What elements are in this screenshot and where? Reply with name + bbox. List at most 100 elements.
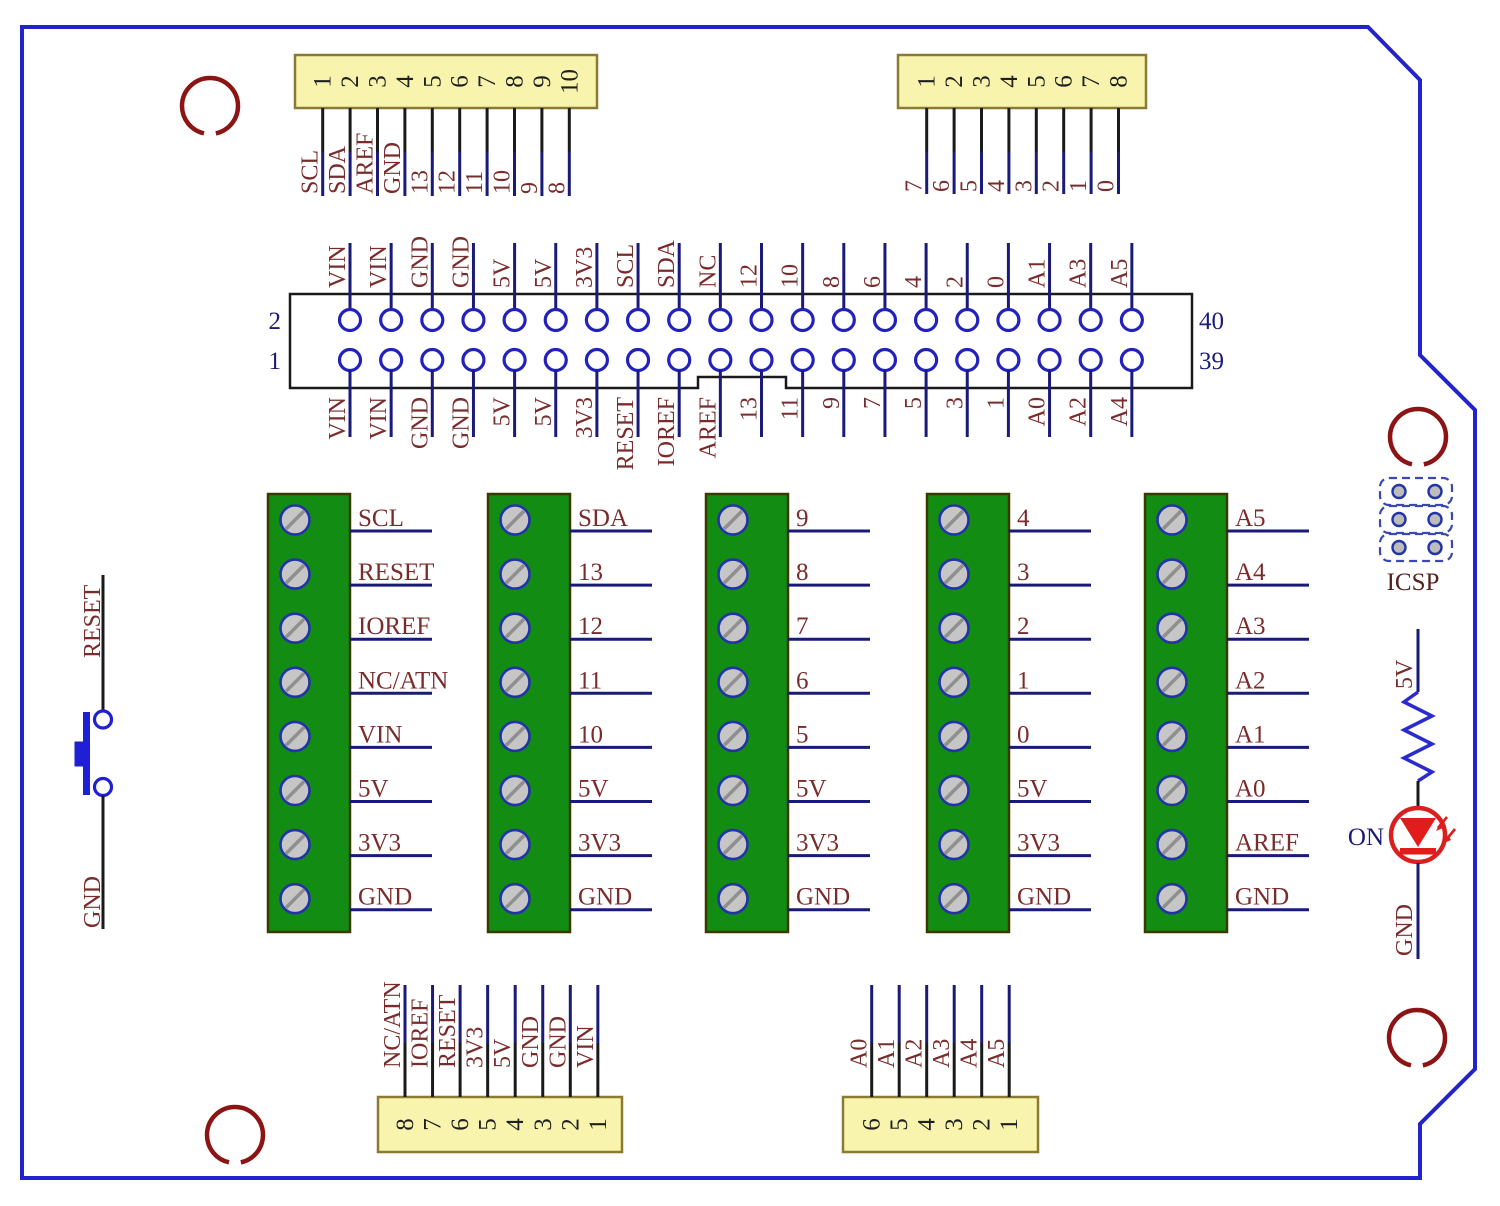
led-ray-head-icon	[1436, 823, 1443, 831]
terminal-block	[925, 492, 1011, 934]
header-pin-number: 8	[502, 75, 529, 88]
header-signal-label: 10	[490, 170, 516, 194]
terminal-label: 9	[796, 505, 809, 532]
header-pin-number: 8	[1106, 75, 1133, 88]
header-pin-number: 6	[1051, 75, 1078, 88]
connector-left-top-number: 2	[269, 308, 282, 335]
connector-pin-label: 3V3	[572, 247, 598, 288]
connector-pin	[420, 347, 445, 373]
header-signal-label: 0	[1094, 180, 1120, 192]
screw-slot-icon	[504, 726, 526, 747]
header-pin-number: 4	[996, 75, 1023, 88]
screw-slot-icon	[284, 726, 306, 747]
connector-pin-label: GND	[407, 236, 433, 288]
header-pin-number: 2	[969, 1118, 996, 1131]
screw-slot-icon	[1161, 617, 1183, 639]
screw-slot-icon	[504, 888, 526, 909]
reset-button-contact	[92, 776, 114, 798]
header-signal-label: GND	[545, 1016, 571, 1068]
connector-left-bottom-number: 1	[269, 348, 282, 375]
terminal-label: 0	[1017, 721, 1030, 748]
resistor-icon	[1400, 690, 1436, 783]
screw-slot-icon	[943, 834, 965, 855]
icsp-pin	[1427, 511, 1443, 528]
reset-label: RESET	[80, 584, 106, 658]
connector-pin-label: IOREF	[654, 397, 680, 466]
terminal-label: 3V3	[1017, 830, 1060, 857]
connector-pin	[831, 307, 856, 333]
terminal-label: SCL	[358, 505, 404, 532]
connector-pin-label: 8	[819, 276, 845, 288]
header-signal-label: VIN	[573, 1025, 599, 1068]
connector-pin	[1078, 347, 1103, 373]
icsp-pin	[1391, 511, 1407, 528]
header-signal-label: 3	[1011, 180, 1037, 192]
header-pin-number: 5	[419, 75, 446, 88]
terminal-label: 7	[796, 613, 809, 640]
terminal-label: A5	[1235, 505, 1266, 532]
screw-slot-icon	[722, 834, 744, 855]
bottom-left-header-box	[376, 1095, 624, 1154]
icsp-pin	[1391, 539, 1407, 556]
header-signal-label: SCL	[298, 150, 324, 194]
connector-pin-label: 0	[983, 276, 1009, 288]
header-pin-number: 10	[556, 69, 583, 94]
connector-pin	[955, 347, 980, 373]
connector-pin-label: 11	[778, 397, 804, 420]
header-pin-number: 3	[941, 1118, 968, 1131]
screw-slot-icon	[1161, 672, 1183, 693]
screw-slot-icon	[722, 509, 744, 531]
terminal-label: IOREF	[358, 613, 430, 640]
connector-pin-label: A5	[1107, 259, 1133, 288]
led-ray-head-icon	[1444, 835, 1451, 843]
connector-pin	[749, 347, 774, 373]
header-signal-label: 13	[407, 170, 433, 194]
screw-slot-icon	[284, 672, 306, 693]
icsp-pin	[1427, 539, 1443, 556]
header-pin-number: 7	[474, 75, 501, 88]
mounting-hole	[204, 1104, 266, 1166]
header-signal-label: 4	[984, 180, 1010, 192]
reset-button-actuator	[83, 712, 90, 795]
connector-pin-label: 3V3	[572, 397, 598, 438]
terminal-label: 3V3	[796, 830, 839, 857]
terminal-label: GND	[1017, 884, 1071, 911]
header-pin-number: 4	[392, 75, 419, 88]
reset-button-nub	[74, 741, 83, 767]
terminal-label: 12	[578, 613, 603, 640]
icsp-header: ICSP	[1378, 476, 1454, 596]
terminal-label: 5V	[578, 776, 609, 803]
connector-pin	[543, 347, 568, 373]
connector-pin-label: 12	[737, 264, 763, 288]
screw-slot-icon	[284, 509, 306, 531]
terminal-block	[704, 492, 790, 934]
led-on-label: ON	[1348, 824, 1384, 851]
terminal-label: 11	[578, 667, 602, 694]
header-pin-number: 9	[529, 75, 556, 88]
terminal-label: RESET	[358, 559, 434, 586]
connector-pin-label: RESET	[613, 397, 639, 471]
header-signal-label: AREF	[353, 133, 379, 194]
icsp-pin	[1427, 483, 1443, 500]
header-signal-label: 3V3	[463, 1027, 489, 1068]
terminal-label: 8	[796, 559, 809, 586]
connector-pin	[996, 347, 1021, 373]
connector-pin	[1037, 347, 1062, 373]
header-pin-number: 1	[585, 1118, 612, 1131]
screw-slot-icon	[284, 563, 306, 585]
connector-pin	[872, 307, 898, 333]
terminal-label: 5V	[796, 776, 827, 803]
screw-slot-icon	[722, 563, 744, 585]
header-pin-number: 6	[859, 1118, 886, 1131]
connector-pin	[913, 307, 939, 333]
terminal-label: SDA	[578, 505, 628, 532]
mounting-hole	[1386, 1007, 1448, 1069]
connector-pin-label: VIN	[366, 397, 392, 440]
screw-slot-icon	[943, 780, 965, 801]
connector-pin-label: A3	[1066, 259, 1092, 288]
connector-pin-label: 2	[942, 276, 968, 288]
connector-pin-label: GND	[448, 397, 474, 449]
